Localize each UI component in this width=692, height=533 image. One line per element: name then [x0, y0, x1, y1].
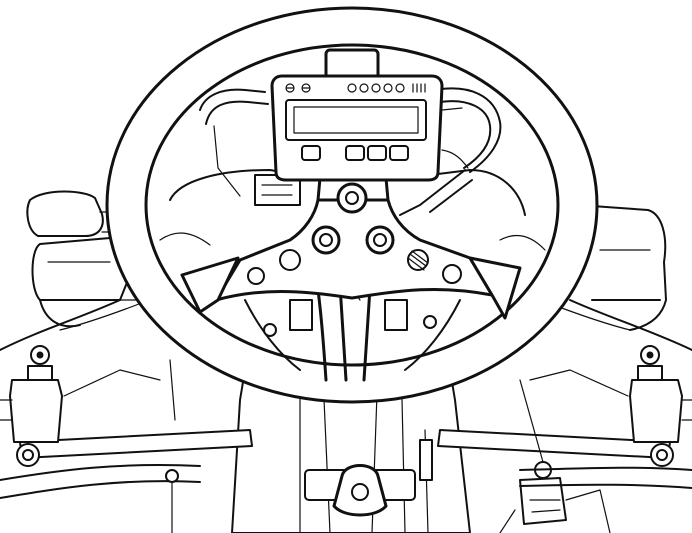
display-button-1[interactable] [301, 145, 321, 161]
hub-button-far-left[interactable] [279, 249, 301, 271]
hub-button-mid-left[interactable] [247, 267, 265, 285]
right-spindle-assembly [529, 345, 692, 467]
left-spindle-assembly [0, 345, 161, 467]
display-button-4[interactable] [389, 145, 409, 161]
indicator-lamps-right [347, 83, 426, 93]
display-cables [441, 107, 469, 169]
display-button-2[interactable] [345, 145, 365, 161]
display-button-3[interactable] [367, 145, 387, 161]
display-mount-bracket [324, 48, 380, 80]
hub-fuel-screw[interactable] [407, 249, 429, 271]
hub-knob-right[interactable] [365, 225, 395, 255]
left-lower-tube [0, 359, 201, 533]
hub-control-top[interactable] [336, 182, 368, 214]
right-lower-tube [519, 466, 692, 489]
column-clamp [304, 464, 416, 517]
hub-knob-left[interactable] [311, 225, 341, 255]
right-brake-caliper [499, 379, 611, 533]
hub-button-far-right[interactable] [442, 264, 462, 284]
indicator-lamps-left [285, 83, 311, 93]
lcd-screen [285, 99, 427, 141]
throttle-cable [419, 429, 433, 533]
display-buttons [301, 145, 409, 161]
